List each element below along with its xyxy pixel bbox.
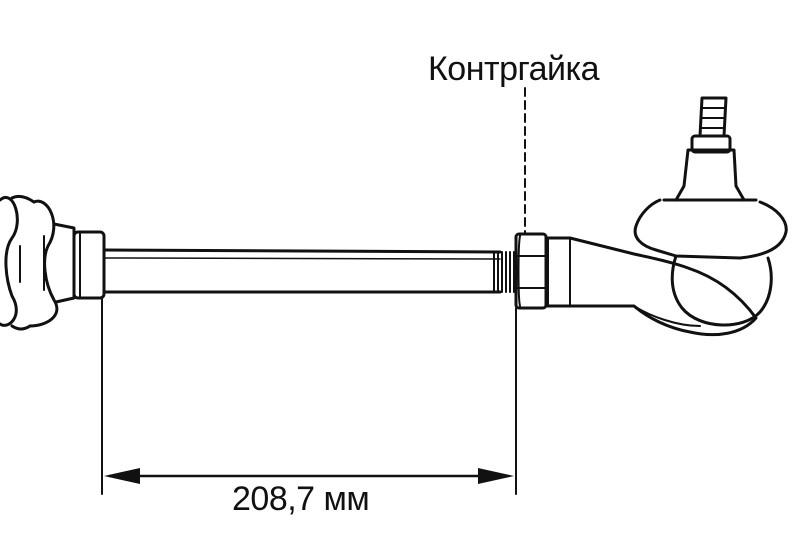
tie-rod-end — [544, 236, 758, 337]
dimension-arrow-right — [478, 468, 514, 484]
locknut-label: Контргайка — [428, 50, 600, 88]
thread-section — [493, 251, 515, 293]
dimension-label: 208,7 мм — [232, 480, 370, 518]
inner-collar — [72, 230, 106, 300]
tie-rod-shaft — [102, 248, 502, 294]
dimension-extension-lines — [101, 297, 517, 495]
ball-joint-housing — [633, 198, 788, 327]
ball-stud — [674, 96, 746, 202]
dimension-arrow-left — [104, 468, 140, 484]
rubber-boot — [0, 194, 76, 331]
lock-nut — [514, 232, 548, 310]
